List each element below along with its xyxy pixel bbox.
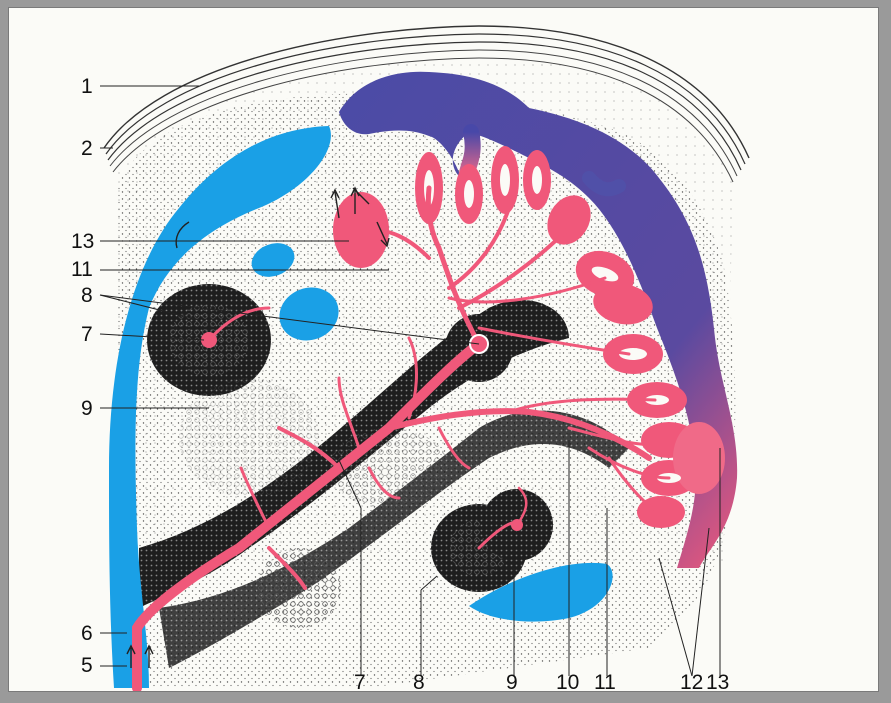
label-8-bottom: 8 xyxy=(413,671,425,691)
label-9-bottom: 9 xyxy=(506,671,518,691)
cross-section-illustration: 1 2 13 11 8 7 9 6 5 7 8 9 10 11 12 13 xyxy=(9,8,878,691)
label-7-bottom: 7 xyxy=(354,671,366,691)
label-6: 6 xyxy=(81,622,93,645)
label-7-left: 7 xyxy=(81,323,93,346)
label-5: 5 xyxy=(81,654,93,677)
diagram-frame: 1 2 13 11 8 7 9 6 5 7 8 9 10 11 12 13 xyxy=(9,8,878,691)
label-10: 10 xyxy=(556,671,579,691)
label-1: 1 xyxy=(81,75,93,98)
label-11-bottom: 11 xyxy=(594,671,616,691)
label-13-left: 13 xyxy=(71,230,94,253)
label-13-bottom: 13 xyxy=(706,671,729,691)
label-12: 12 xyxy=(680,671,703,691)
label-8-left: 8 xyxy=(81,284,93,307)
label-2: 2 xyxy=(81,137,93,160)
label-11-left: 11 xyxy=(71,258,93,281)
label-9-left: 9 xyxy=(81,397,93,420)
